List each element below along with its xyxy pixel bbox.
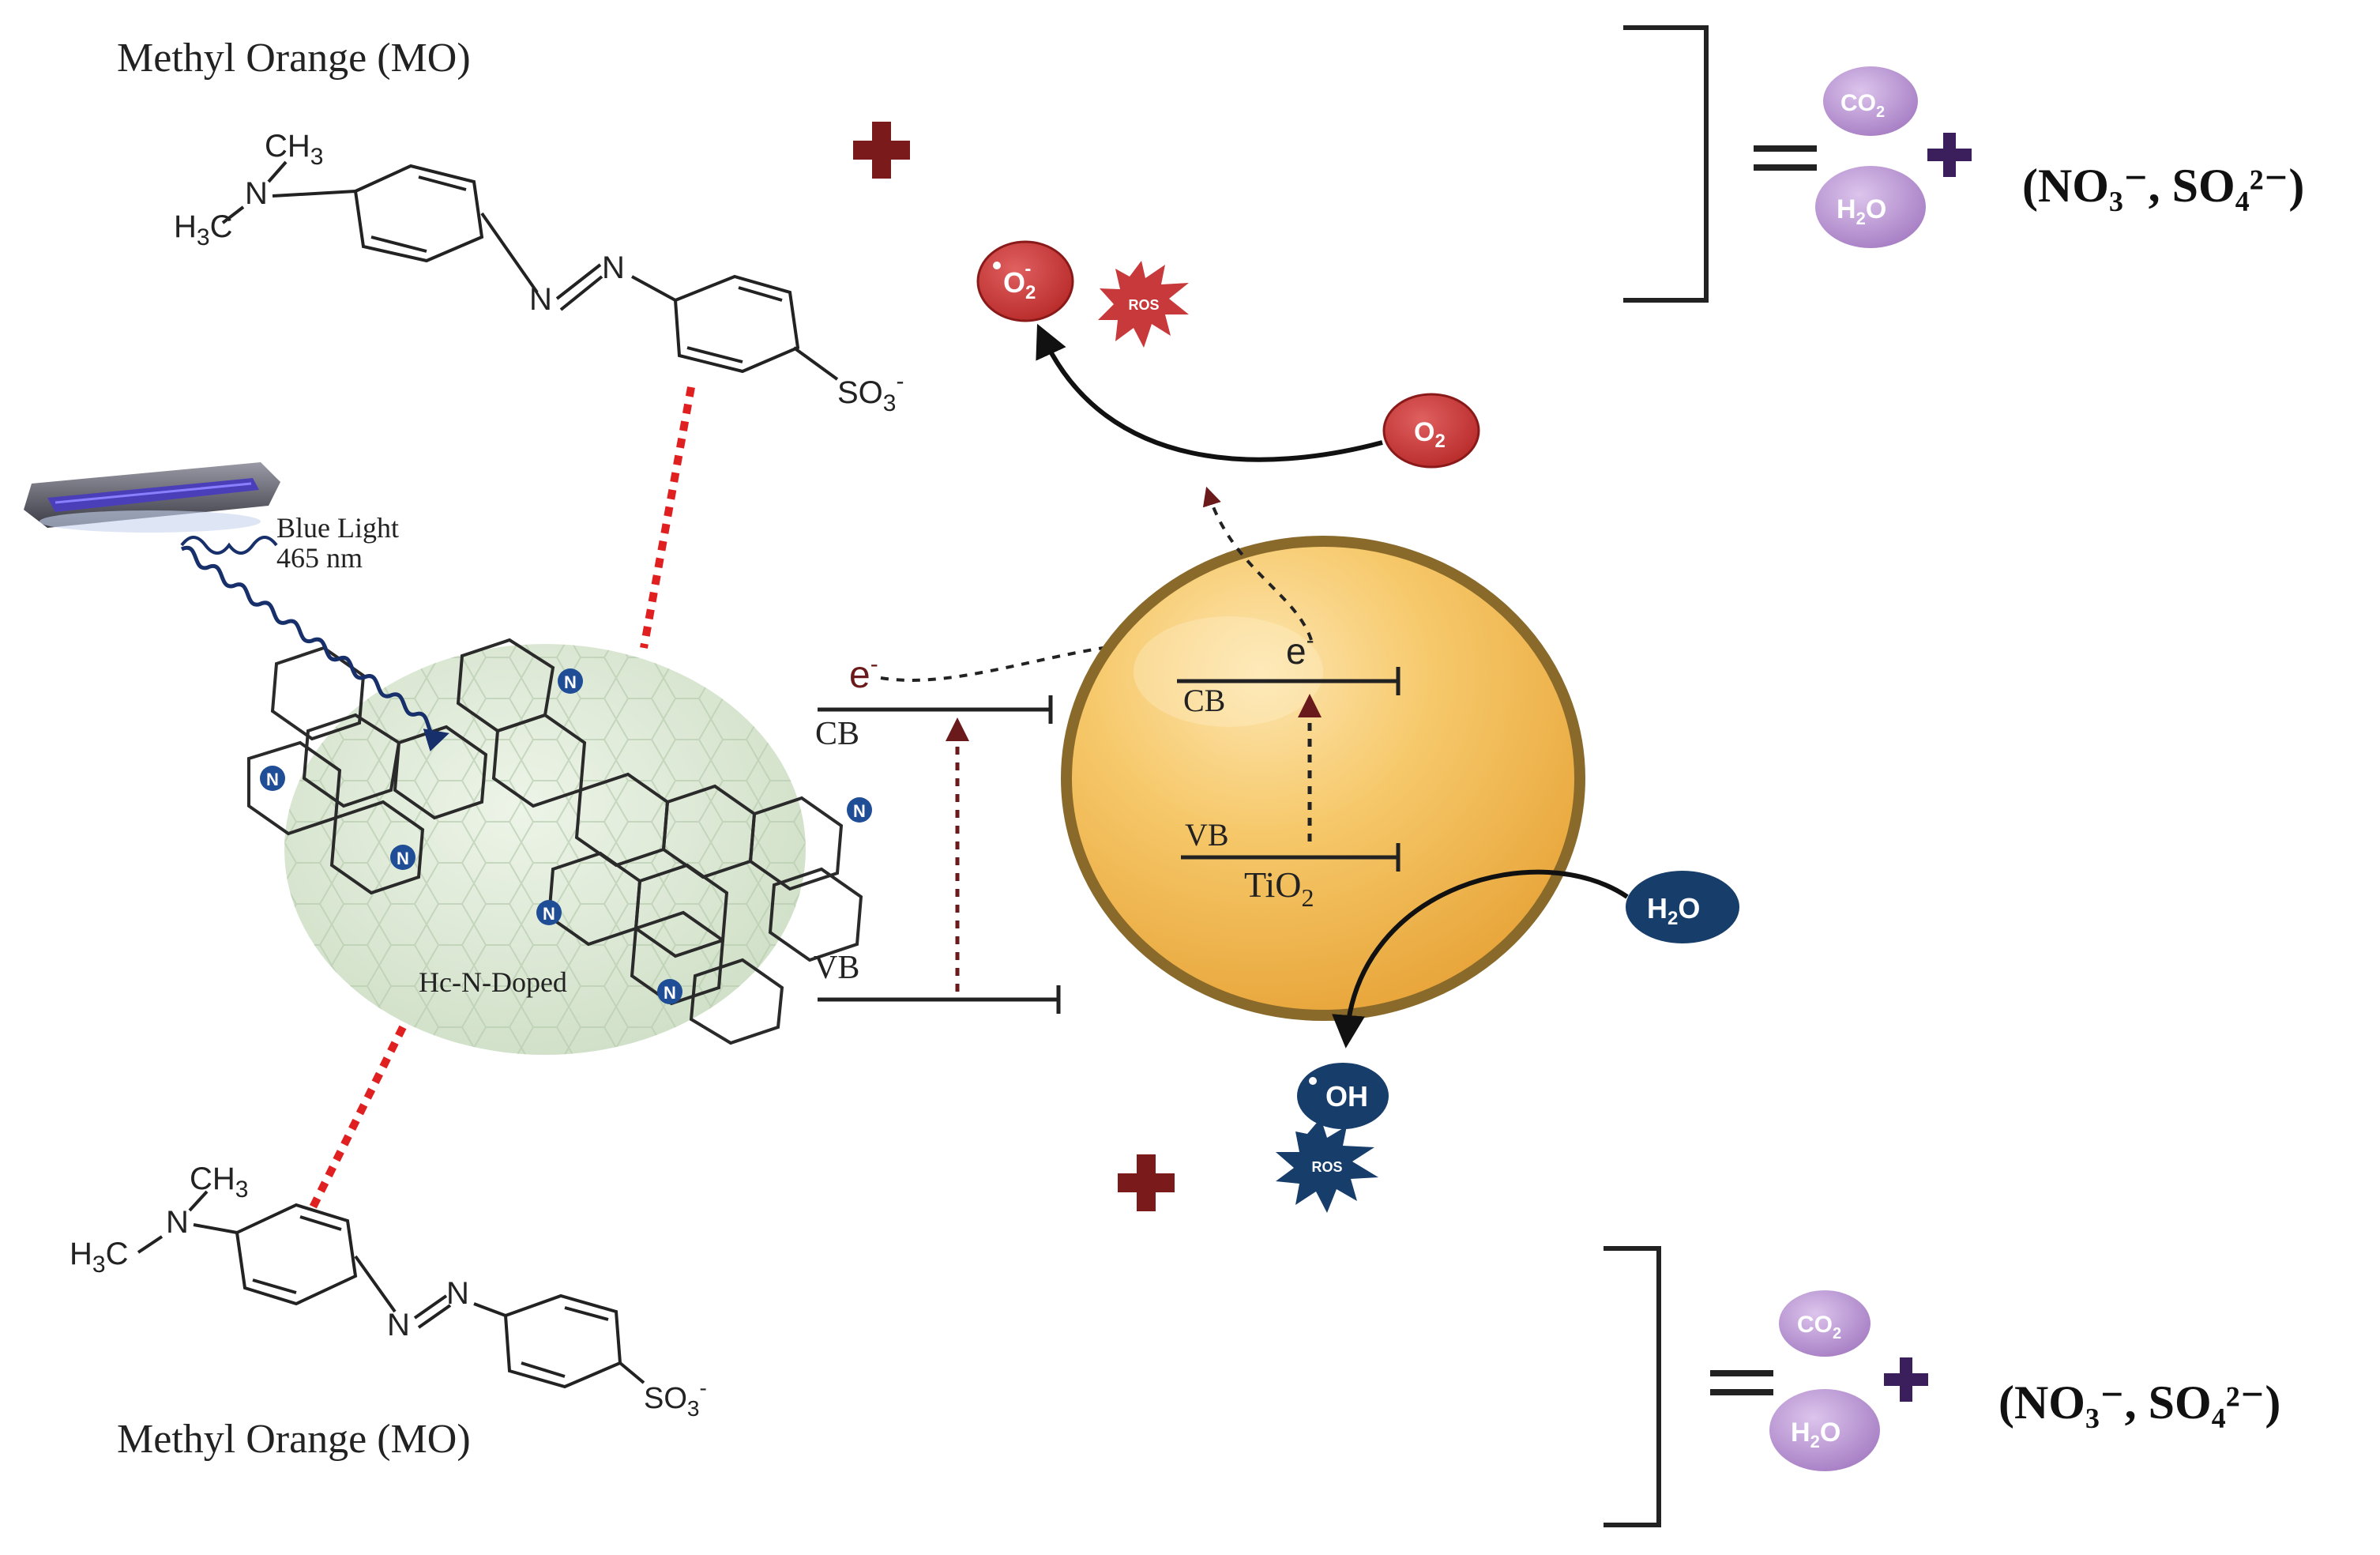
co2-molecule-bottom: CO2 bbox=[1779, 1290, 1871, 1357]
nitrogen-doped-carbon-lattice bbox=[247, 638, 863, 1045]
methyl-orange-top: Methyl Orange (MO) CH3 N H3C bbox=[117, 36, 904, 416]
svg-text:N: N bbox=[387, 1308, 410, 1342]
blue-light-label: Blue Light bbox=[276, 512, 399, 544]
svg-text:N: N bbox=[543, 904, 555, 924]
svg-text:H2O: H2O bbox=[1791, 1418, 1840, 1451]
svg-text:N: N bbox=[397, 849, 409, 868]
water-oxidation-arrow bbox=[1332, 869, 1629, 1049]
svg-text:H3C: H3C bbox=[70, 1237, 128, 1278]
svg-text:H2O: H2O bbox=[1837, 194, 1886, 228]
uv-lamp-icon bbox=[24, 462, 280, 533]
svg-text:CH3: CH3 bbox=[265, 129, 323, 170]
wavelength-label: 465 nm bbox=[276, 542, 363, 574]
svg-text:OH: OH bbox=[1325, 1080, 1368, 1113]
products-bottom: CO2 H2O (NO₃⁻, SO₄²⁻) bbox=[1604, 1246, 2280, 1527]
oxygen-molecule: O2 bbox=[1382, 393, 1480, 469]
vb-tio2-label: VB bbox=[1185, 817, 1229, 853]
hc-band-diagram: CB VB e- bbox=[814, 639, 1272, 1014]
svg-text:N: N bbox=[266, 770, 279, 789]
svg-text:O2: O2 bbox=[1414, 417, 1446, 452]
plus-icon bbox=[1118, 1154, 1175, 1211]
mo-title-bottom: Methyl Orange (MO) bbox=[117, 1417, 471, 1462]
mo-top-bonds bbox=[221, 160, 839, 381]
adsorption-link-top bbox=[640, 386, 695, 649]
h2o-product-bottom: H2O bbox=[1769, 1389, 1880, 1471]
svg-text:ROS: ROS bbox=[1311, 1159, 1342, 1175]
svg-text:O2-: O2- bbox=[1003, 258, 1036, 303]
o2-reduction-arrow bbox=[1036, 323, 1383, 462]
plus-icon bbox=[1884, 1357, 1928, 1402]
plus-icon bbox=[1927, 133, 1972, 177]
products-top: CO2 H2O (NO₃⁻, SO₄²⁻) bbox=[1623, 25, 2304, 303]
svg-text:N: N bbox=[245, 176, 268, 211]
adsorption-link-bottom bbox=[308, 1025, 407, 1211]
svg-text:CH3: CH3 bbox=[190, 1162, 248, 1203]
vb-left-label: VB bbox=[814, 950, 859, 986]
svg-text:N: N bbox=[602, 250, 625, 285]
hydroxyl-radical: OH bbox=[1297, 1063, 1389, 1129]
tio2-particle: CB VB TiO2 e- bbox=[1061, 486, 1585, 1021]
hc-n-doped-label: Hc-N-Doped bbox=[419, 966, 567, 998]
svg-text:N: N bbox=[853, 801, 866, 821]
svg-text:e-: e- bbox=[849, 651, 878, 696]
svg-text:SO3-: SO3- bbox=[837, 368, 904, 416]
hc-n-doped-sphere: N N N N N N Hc-N-Doped bbox=[247, 638, 872, 1055]
mo-title-top: Methyl Orange (MO) bbox=[117, 36, 471, 81]
svg-text:e-: e- bbox=[1286, 627, 1314, 672]
ros-starburst-icon-oh: ROS bbox=[1276, 1118, 1378, 1213]
h2o-product: H2O bbox=[1815, 166, 1926, 248]
svg-text:CO2: CO2 bbox=[1840, 90, 1885, 121]
cb-tio2-label: CB bbox=[1183, 683, 1225, 718]
plus-icon bbox=[853, 122, 910, 179]
water-molecule: H2O bbox=[1626, 871, 1739, 943]
svg-text:ROS: ROS bbox=[1128, 297, 1159, 313]
ions-label-bottom: (NO₃⁻, SO₄²⁻) bbox=[1998, 1376, 2280, 1429]
mo-bottom-bonds bbox=[137, 1190, 645, 1389]
co2-molecule: CO2 bbox=[1823, 66, 1918, 136]
svg-text:N: N bbox=[446, 1276, 469, 1311]
svg-text:N: N bbox=[664, 983, 676, 1003]
svg-text:H2O: H2O bbox=[1647, 892, 1700, 929]
svg-text:H3C: H3C bbox=[174, 209, 232, 250]
ions-label-top: (NO₃⁻, SO₄²⁻) bbox=[2022, 160, 2304, 212]
svg-text:N: N bbox=[166, 1205, 189, 1240]
nitrogen-atoms: N N N N N N bbox=[260, 668, 872, 1004]
svg-text:SO3-: SO3- bbox=[644, 1376, 707, 1421]
tio2-label: TiO2 bbox=[1244, 864, 1314, 912]
photon-wave-path bbox=[180, 545, 449, 751]
superoxide-radical: O2- bbox=[976, 240, 1074, 322]
methyl-orange-bottom: CH3 N H3C N N SO3- Methyl O bbox=[70, 1162, 707, 1462]
svg-text:N: N bbox=[529, 282, 552, 317]
photon-wave bbox=[180, 536, 278, 555]
svg-text:CO2: CO2 bbox=[1797, 1312, 1841, 1342]
cb-left-label: CB bbox=[815, 716, 859, 752]
svg-text:N: N bbox=[564, 672, 577, 692]
ros-starburst-icon: ROS bbox=[1098, 261, 1189, 348]
